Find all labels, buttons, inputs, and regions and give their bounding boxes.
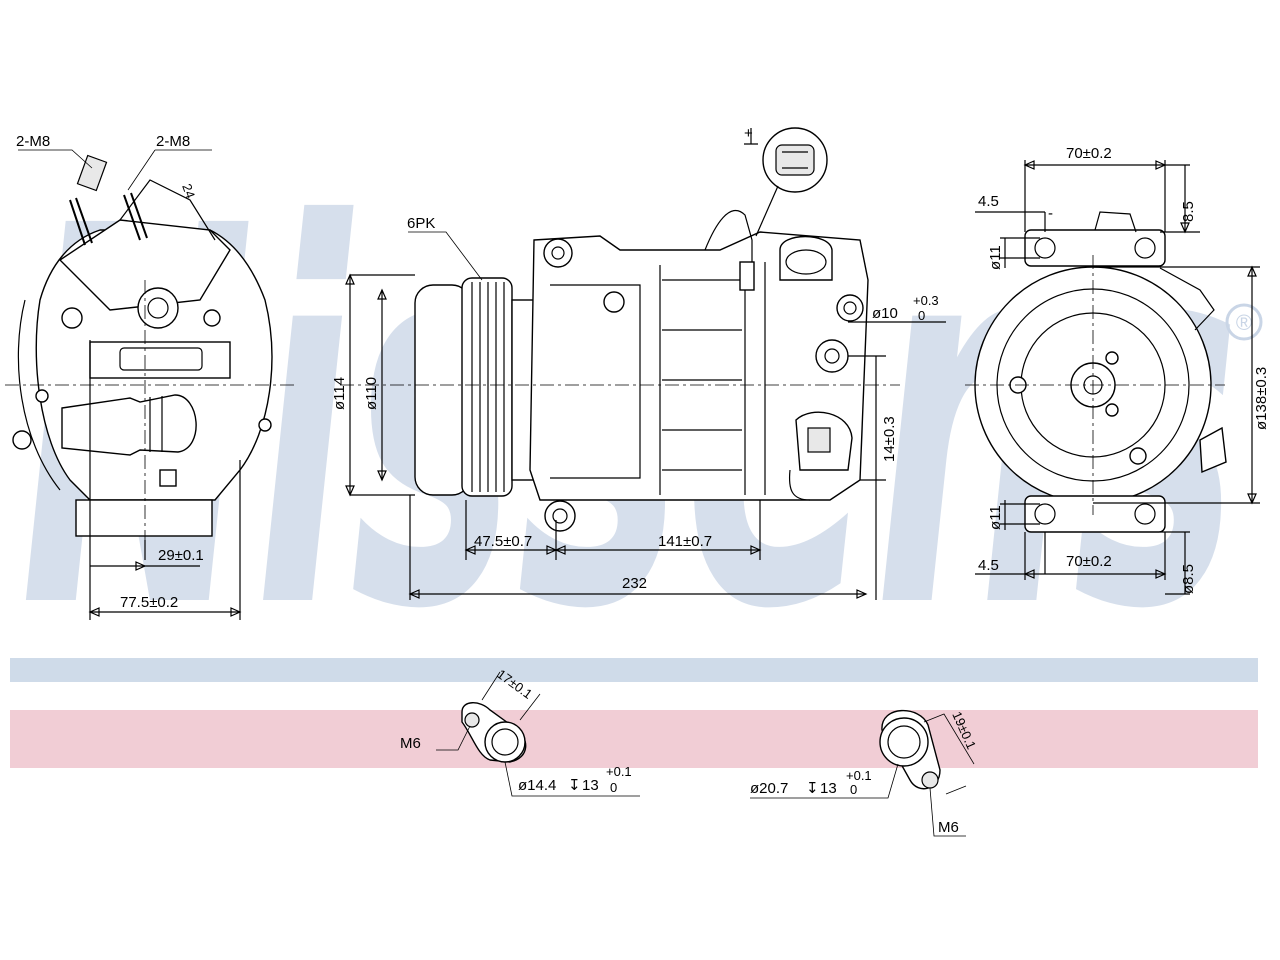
dim-total: 232 <box>622 575 647 592</box>
left-side-view <box>5 149 295 620</box>
port-detail-left <box>436 671 640 797</box>
left-port-tol-lower: 0 <box>610 780 617 795</box>
port-detail-right <box>750 709 975 837</box>
left-port-depth-sym: ↧ <box>568 777 581 794</box>
right-port-depth-sym: ↧ <box>806 780 819 797</box>
right-port-depth: 13 <box>820 780 837 797</box>
dim-body-dia: ø138±0.3 <box>1253 367 1270 430</box>
left-port-spec: ø14.4 <box>518 777 556 794</box>
right-end-view <box>965 160 1260 595</box>
dim-top-hole: ø11 <box>987 245 1004 270</box>
dim-top-width: 70±0.2 <box>1066 145 1112 162</box>
left-bolt-label: 2-M8 <box>16 133 50 150</box>
dim-bottom-left: 4.5 <box>978 557 999 574</box>
dim-top-right: 8.5 <box>1180 201 1197 222</box>
side-dim-14: 14±0.3 <box>881 416 898 462</box>
right-port-tol-lower: 0 <box>850 782 857 797</box>
plus-label: + <box>744 125 753 142</box>
dim-bottom-width: 70±0.2 <box>1066 553 1112 570</box>
blue-band <box>10 658 1258 682</box>
dim-width-77: 77.5±0.2 <box>120 594 178 611</box>
minus-label: - <box>1048 205 1053 222</box>
dim-offset-29: 29±0.1 <box>158 547 204 564</box>
hole-dia: ø10 <box>872 305 898 322</box>
left-port-thread: M6 <box>400 735 421 752</box>
right-port-spec: ø20.7 <box>750 780 788 797</box>
registered-mark: ® <box>1225 303 1263 341</box>
pink-band <box>10 710 1258 768</box>
dim-top-left: 4.5 <box>978 193 999 210</box>
left-port-depth: 13 <box>582 777 599 794</box>
angle-label: 24 <box>179 182 198 201</box>
right-port-tol-upper: +0.1 <box>846 768 872 783</box>
left-port-tol-upper: +0.1 <box>606 764 632 779</box>
front-view <box>340 127 946 600</box>
dim-pulley-offset: 47.5±0.7 <box>474 533 532 550</box>
hole-dia-tol-upper: +0.3 <box>913 293 939 308</box>
dim-bottom-hole: ø11 <box>987 505 1004 530</box>
dim-bottom-right: ø8.5 <box>1180 564 1197 594</box>
dim-mount-span: 141±0.7 <box>658 533 712 550</box>
hole-dia-tol-lower: 0 <box>918 308 925 323</box>
right-port-thread: M6 <box>938 819 959 836</box>
dia-outer: ø114 <box>331 377 348 410</box>
pulley-label: 6PK <box>407 215 435 232</box>
svg-text:®: ® <box>1236 310 1252 335</box>
dia-pulley: ø110 <box>363 377 380 410</box>
right-bolt-label: 2-M8 <box>156 133 190 150</box>
